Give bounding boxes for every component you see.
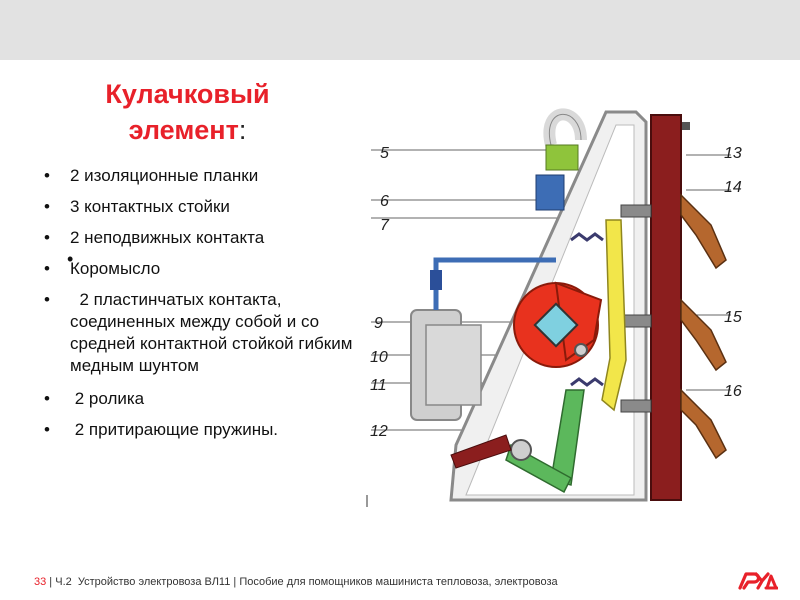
list-item: 2 притирающие пружины. <box>44 419 364 441</box>
pipe <box>433 257 556 310</box>
callout-14: 14 <box>724 179 742 196</box>
list-item: 3 контактных стойки <box>44 196 364 218</box>
fixed-contacts <box>680 193 727 460</box>
callout-7: 7 <box>380 217 390 234</box>
springs <box>570 232 604 387</box>
yellow-plates <box>601 219 627 412</box>
callout-11: 11 <box>370 377 387 394</box>
insulator-block <box>545 144 579 171</box>
page-title: Кулачковый элемент: <box>60 76 315 148</box>
list-item: Коромысло <box>44 258 364 280</box>
title-line2: элемент <box>128 115 239 145</box>
callout-10: 10 <box>370 349 388 366</box>
cam-element-diagram: 5 6 7 9 10 11 12 13 14 15 16 <box>366 108 742 507</box>
footer-section: Ч.2 Устройство электровоза ВЛ11 <box>55 576 231 588</box>
footer: 33 | Ч.2 Устройство электровоза ВЛ11 | П… <box>34 576 558 588</box>
title-colon: : <box>238 115 247 145</box>
header-band <box>0 0 800 60</box>
page-number: 33 <box>34 576 47 588</box>
rzd-logo <box>738 572 778 590</box>
callout-5: 5 <box>380 145 389 162</box>
list-item: 2 изоляционные планки <box>44 165 364 187</box>
callout-13: 13 <box>724 145 742 162</box>
callout-16: 16 <box>724 383 742 400</box>
list-item: 2 пластинчатых контакта, соединенных меж… <box>44 289 364 377</box>
components-list: 2 изоляционные планки 3 контактных стойк… <box>44 165 364 450</box>
insulator-bar <box>450 434 512 469</box>
callout-6: 6 <box>380 193 389 210</box>
stray-bullet: • <box>67 249 74 269</box>
list-item: 2 неподвижных контакта <box>44 227 364 249</box>
roller <box>574 343 588 357</box>
title-line1: Кулачковый <box>105 79 270 109</box>
contact-rail <box>650 114 682 501</box>
lever <box>550 389 585 486</box>
roller <box>510 439 532 461</box>
callout-15: 15 <box>724 309 742 326</box>
footer-manual: Пособие для помощников машиниста теплово… <box>239 576 558 588</box>
blue-block <box>535 174 565 211</box>
callout-12: 12 <box>370 423 388 440</box>
list-item: 2 ролика <box>44 388 364 410</box>
callout-9: 9 <box>374 315 383 332</box>
